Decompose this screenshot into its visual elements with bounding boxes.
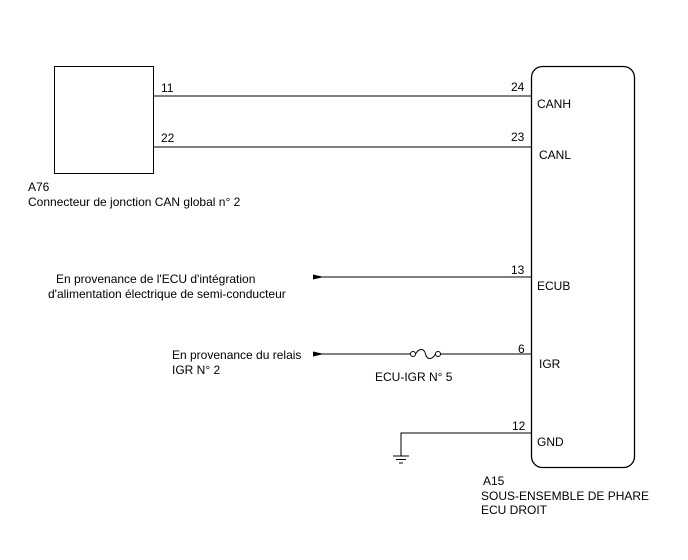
connector-a76-box — [54, 66, 154, 174]
ecu-pin-number-24: 24 — [511, 80, 525, 94]
ecu-pin-number-12: 12 — [512, 419, 526, 433]
ecu-signal-canl: CANL — [539, 148, 572, 162]
connector-a76-code: A76 — [28, 180, 50, 194]
ecu-a15-name-line2: ECU DROIT — [481, 503, 547, 517]
source-relay-line2: IGR N° 2 — [172, 363, 221, 377]
a76-pin-22: 22 — [161, 131, 175, 145]
ecu-a15-body — [530, 65, 636, 469]
source-ecu-integration-line1: En provenance de l'ECU d'intégration — [56, 272, 256, 286]
source-relay-line1: En provenance du relais — [172, 348, 302, 362]
ecu-signal-canh: CANH — [537, 97, 572, 111]
source-ecu-integration-line2: d'alimentation électrique de semi-conduc… — [48, 287, 286, 301]
ecu-pin-number-13: 13 — [511, 263, 525, 277]
ecu-pin-number-23: 23 — [511, 130, 525, 144]
ecu-a15-name-line1: SOUS-ENSEMBLE DE PHARE — [481, 489, 650, 503]
fuse-label: ECU-IGR N° 5 — [375, 370, 453, 384]
ecu-a15-code: A15 — [483, 474, 505, 488]
a76-pin-11: 11 — [161, 81, 174, 95]
arrow-ecub — [313, 274, 324, 280]
ecu-signal-igr: IGR — [539, 357, 561, 371]
ecu-pin-number-6: 6 — [518, 342, 525, 356]
ecu-signal-gnd: GND — [537, 435, 564, 449]
ecu-signal-ecub: ECUB — [537, 279, 571, 293]
arrow-igr — [313, 351, 324, 357]
fuse-icon — [410, 349, 441, 359]
wire-gnd — [400, 432, 531, 456]
ground-icon — [393, 455, 409, 464]
connector-a76-name: Connecteur de jonction CAN global n° 2 — [28, 195, 241, 209]
